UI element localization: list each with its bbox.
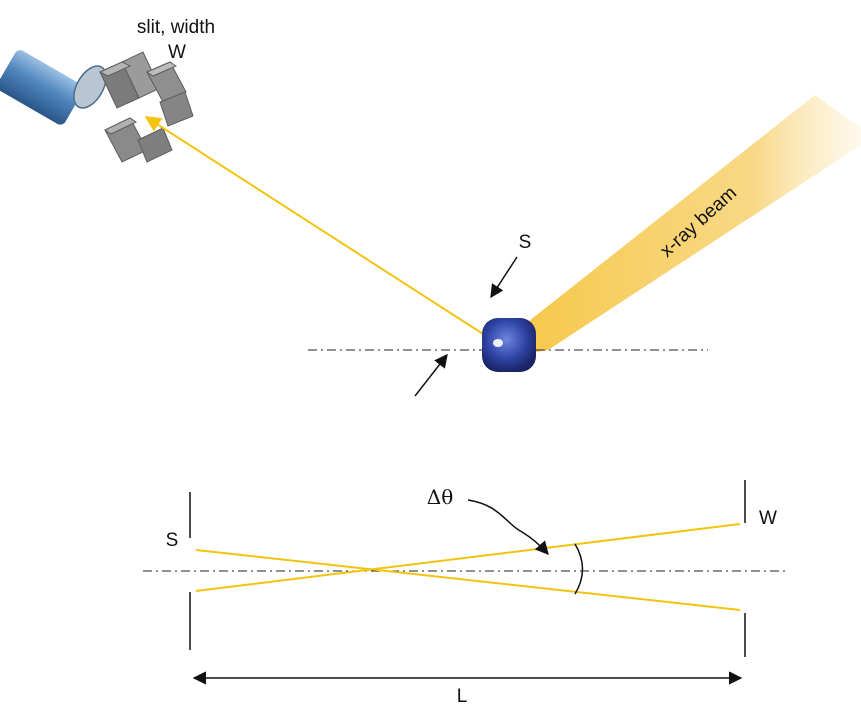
sample-size-arrow-lower (414, 353, 448, 397)
sample-size-symbol: S (519, 232, 532, 253)
crystal-sample-icon (482, 318, 536, 372)
ray-upper-to-lower (195, 549, 741, 611)
sample-size-arrow-upper (490, 256, 518, 299)
x-ray-beam: x-ray beam (505, 95, 861, 355)
slit-width-symbol: W (168, 42, 186, 63)
lower-slit-symbol: W (759, 508, 777, 529)
slit-caption: slit, width (137, 17, 215, 38)
diffracted-ray (144, 116, 498, 344)
length-symbol: L (457, 686, 468, 705)
lower-sample-symbol: S (166, 530, 179, 551)
delta-theta-label: Δθ (427, 485, 453, 509)
ray-lower-to-upper (195, 523, 741, 592)
delta-theta-arc (574, 543, 584, 595)
delta-theta-pointer (467, 499, 549, 556)
detector-icon (0, 50, 107, 125)
slit-icon (98, 51, 194, 163)
